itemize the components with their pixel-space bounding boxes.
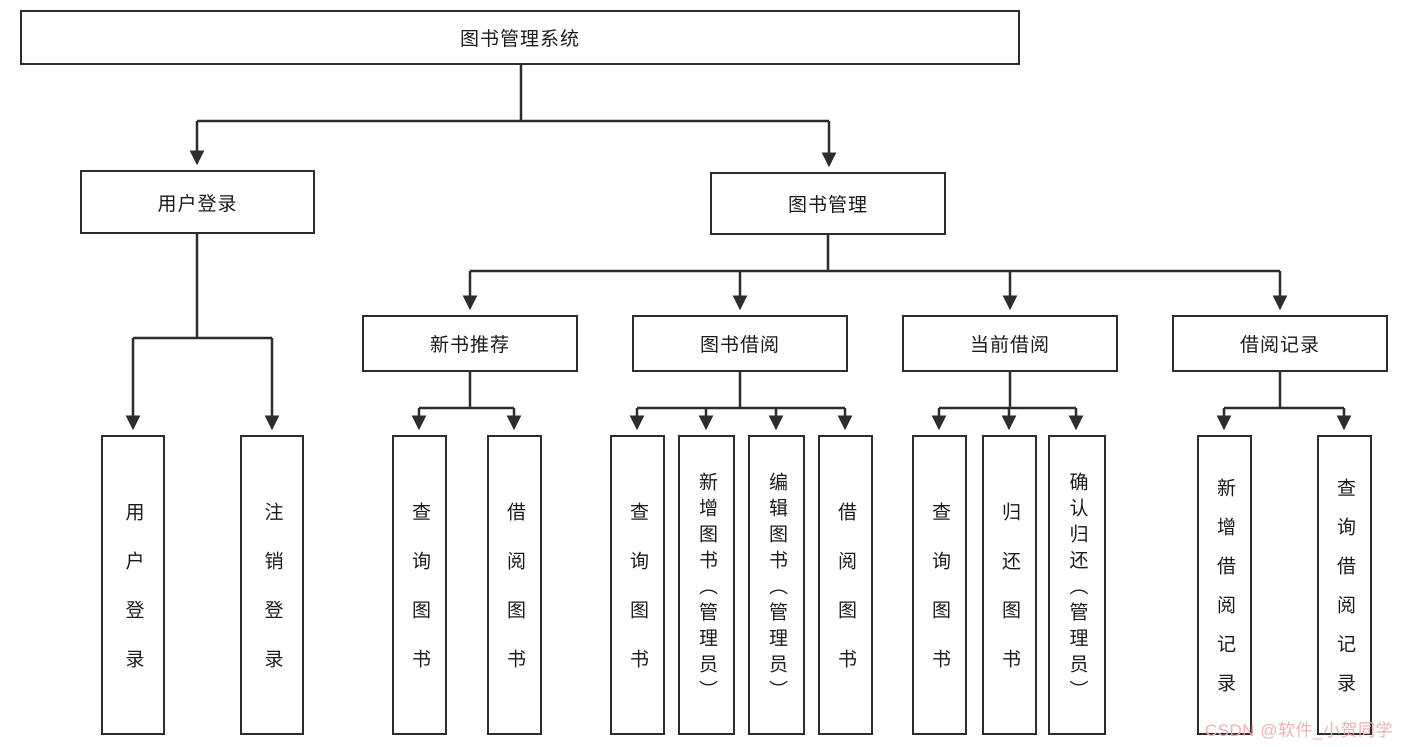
node-book-mgmt: 图书管理 xyxy=(710,172,946,235)
leaf-query-book-2: 查询图书 xyxy=(610,435,665,735)
node-user-login: 用户登录 xyxy=(80,170,315,234)
leaf-query-borrow-record: 查询借阅记录 xyxy=(1317,435,1372,735)
leaf-user-login: 用户登录 xyxy=(101,435,165,735)
leaf-borrow-book-2: 借阅图书 xyxy=(818,435,873,735)
node-new-book-recommend: 新书推荐 xyxy=(362,315,578,372)
node-book-borrow: 图书借阅 xyxy=(632,315,848,372)
leaf-edit-book-admin: 编辑图书（管理员） xyxy=(748,435,805,735)
leaf-logout: 注销登录 xyxy=(240,435,304,735)
leaf-confirm-return-admin: 确认归还（管理员） xyxy=(1048,435,1106,735)
node-current-borrow: 当前借阅 xyxy=(902,315,1118,372)
leaf-query-book-3: 查询图书 xyxy=(912,435,967,735)
node-borrow-record: 借阅记录 xyxy=(1172,315,1388,372)
leaf-add-borrow-record: 新增借阅记录 xyxy=(1197,435,1252,735)
watermark-text: CSDN @软件_小贺同学 xyxy=(1204,721,1393,740)
leaf-borrow-book-1: 借阅图书 xyxy=(487,435,542,735)
leaf-return-book: 归还图书 xyxy=(982,435,1037,735)
leaf-add-book-admin: 新增图书（管理员） xyxy=(678,435,735,735)
node-root: 图书管理系统 xyxy=(20,10,1020,65)
leaf-query-book-1: 查询图书 xyxy=(392,435,447,735)
